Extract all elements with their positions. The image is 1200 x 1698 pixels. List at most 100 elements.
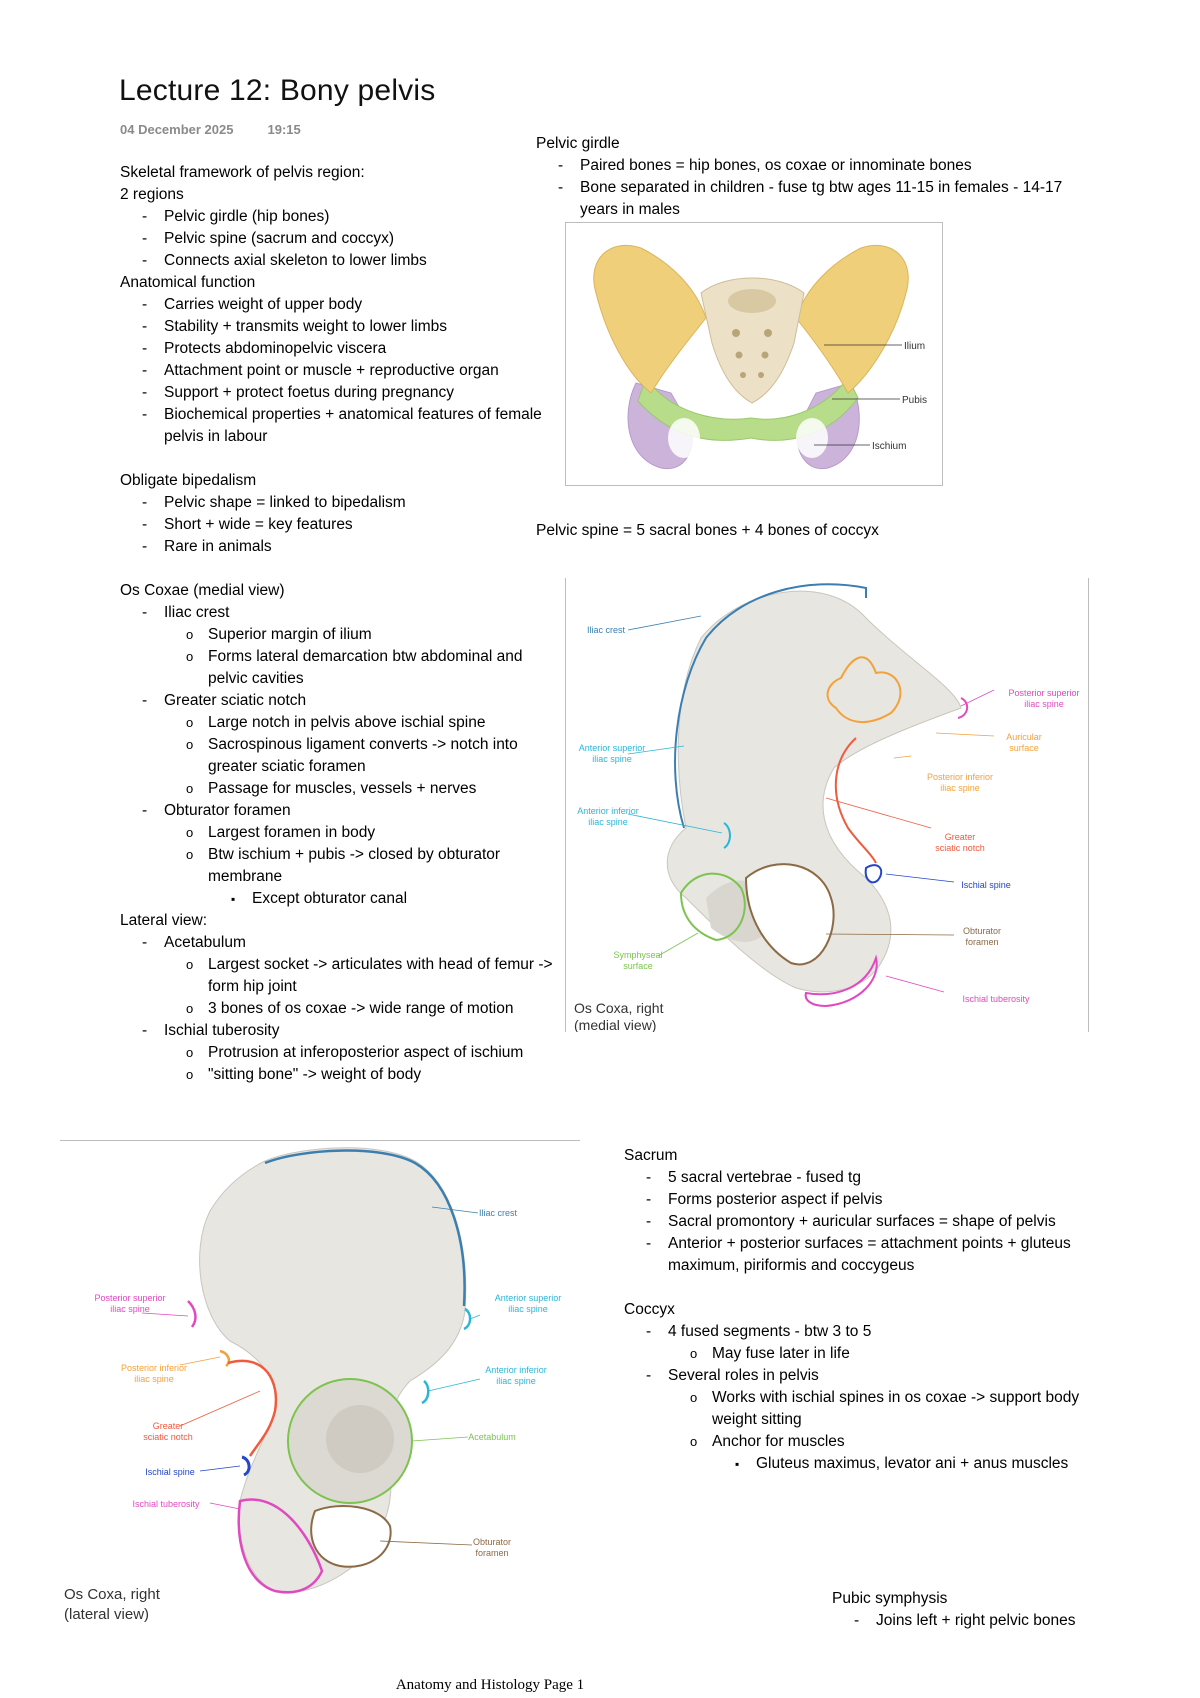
bullet-item-level-1: Attachment point or muscle + reproductiv… [120,360,560,382]
bullet-item-level-1: Ischial tuberosity [120,1020,560,1042]
label-iliac-crest-lateral: Iliac crest [479,1208,518,1218]
bullet-item-level-1: Iliac crest [120,602,560,624]
lateral-caption-line1: Os Coxa, right [64,1586,161,1603]
bullet-item-level-1: 5 sacral vertebrae - fused tg [624,1167,1084,1189]
bullet-item-level-1: Rare in animals [120,536,560,558]
section-heading: Sacrum [624,1147,678,1164]
label-symphyseal-line1: Symphyseal [613,950,662,960]
notes-pubic-symphysis: Pubic symphysisJoins left + right pelvic… [832,1588,1132,1632]
bullet-item-level-1: Acetabulum [120,932,560,954]
label-obturator-lateral-line2: foramen [475,1548,508,1558]
label-gsn-line2: sciatic notch [935,843,985,853]
label-psis-lateral-line2: iliac spine [110,1304,150,1314]
bullet-item-level-1: Obturator foramen [120,800,560,822]
label-piis-line2: iliac spine [940,783,980,793]
medial-caption-line1: Os Coxa, right [574,1000,664,1016]
label-gsn-line1: Greater [945,832,976,842]
label-acetabulum: Acetabulum [468,1432,516,1442]
note-timestamp: 04 December 2025 19:15 [120,122,301,137]
bullet-item-level-1: 4 fused segments - btw 3 to 5 [624,1321,1084,1343]
os-coxa-lateral-illustration: Iliac crest Posterior superior iliac spi… [64,1147,562,1623]
bullet-item-level-2: Btw ischium + pubis -> closed by obturat… [120,844,560,888]
medial-caption-line2: (medial view) [574,1017,656,1032]
bullet-item-level-1: Connects axial skeleton to lower limbs [120,250,560,272]
bullet-item-level-1: Support + protect foetus during pregnanc… [120,382,560,404]
label-auricular-line1: Auricular [1006,732,1042,742]
bullet-item-level-2: Largest foramen in body [120,822,560,844]
label-asis-lateral-line1: Anterior superior [495,1293,562,1303]
figure-pelvic-girdle: Ilium Pubis Ischium [565,222,943,486]
spacer [120,448,560,470]
section-heading: Anatomical function [120,274,256,291]
label-psis-line1: Posterior superior [1008,688,1079,698]
page-footer: Anatomy and Histology Page 1 [395,1677,585,1693]
notes-pelvic-girdle: Pelvic girdlePaired bones = hip bones, o… [536,133,1076,221]
bullet-item-level-1: Pelvic spine (sacrum and coccyx) [120,228,560,250]
bullet-item-level-1: Sacral promontory + auricular surfaces =… [624,1211,1084,1233]
figure-os-coxa-medial: Iliac crest Anterior superior iliac spin… [565,578,1089,1032]
bullet-item-level-1: Biochemical properties + anatomical feat… [120,404,560,448]
bullet-item-level-3: Except obturator canal [120,888,560,910]
section-heading: Coccyx [624,1301,675,1318]
label-pubis: Pubis [902,395,927,406]
bullet-item-level-2: 3 bones of os coxae -> wide range of mot… [120,998,560,1020]
notes-sacrum-coccyx: Sacrum 5 sacral vertebrae - fused tgForms… [624,1145,1084,1475]
bullet-item-level-1: Anterior + posterior surfaces = attachme… [624,1233,1084,1277]
label-ischial-tuberosity: Ischial tuberosity [962,994,1030,1004]
note-time: 19:15 [267,122,301,137]
bullet-item-level-1: Carries weight of upper body [120,294,560,316]
bullet-item-level-1: Several roles in pelvis [624,1365,1084,1387]
bullet-item-level-1: Paired bones = hip bones, os coxae or in… [536,155,1076,177]
notes-pelvic-spine: Pelvic spine = 5 sacral bones + 4 bones … [536,522,879,539]
label-piis-line1: Posterior inferior [927,772,993,782]
bullet-item-level-1: Forms posterior aspect if pelvis [624,1189,1084,1211]
bullet-item-level-1: Pelvic shape = linked to bipedalism [120,492,560,514]
bullet-item-level-1: Joins left + right pelvic bones [832,1610,1132,1632]
label-aiis-line2: iliac spine [588,817,628,827]
label-asis-lateral-line2: iliac spine [508,1304,548,1314]
label-ischial-tuberosity-lateral: Ischial tuberosity [132,1499,200,1509]
bullet-item-level-2: Forms lateral demarcation btw abdominal … [120,646,560,690]
lateral-caption-line2: (lateral view) [64,1606,149,1623]
figure-os-coxa-lateral: Iliac crest Posterior superior iliac spi… [60,1140,580,1627]
section-heading: Lateral view: [120,912,208,929]
label-iliac-crest: Iliac crest [587,625,626,635]
label-ilium: Ilium [904,341,925,352]
label-obturator-line1: Obturator [963,926,1001,936]
bullet-item-level-2: "sitting bone" -> weight of body [120,1064,560,1086]
section-heading: Obligate bipedalism [120,472,257,489]
label-aiis-line1: Anterior inferior [577,806,639,816]
label-symphyseal-line2: surface [623,961,653,971]
bullet-item-level-2: Passage for muscles, vessels + nerves [120,778,560,800]
bullet-item-level-2: Large notch in pelvis above ischial spin… [120,712,560,734]
label-gsn-lateral-line1: Greater [153,1421,184,1431]
label-asis-line2: iliac spine [592,754,632,764]
bullet-item-level-1: Greater sciatic notch [120,690,560,712]
label-aiis-lateral-line1: Anterior inferior [485,1365,547,1375]
spacer [120,558,560,580]
bullet-item-level-1: Protects abdominopelvic viscera [120,338,560,360]
page-title: Lecture 12: Bony pelvis [119,74,436,107]
label-aiis-lateral-line2: iliac spine [496,1376,536,1386]
section-heading: Skeletal framework of pelvis region: [120,164,365,181]
bullet-item-level-2: Works with ischial spines in os coxae ->… [624,1387,1084,1431]
bullet-item-level-1: Pelvic girdle (hip bones) [120,206,560,228]
label-psis-lateral-line1: Posterior superior [94,1293,165,1303]
label-ischium: Ischium [872,441,906,452]
section-heading: Os Coxae (medial view) [120,582,285,599]
section-heading: Pelvic girdle [536,135,620,152]
os-coxa-medial-illustration: Iliac crest Anterior superior iliac spin… [574,583,1080,1032]
section-heading: 2 regions [120,186,184,203]
label-obturator-line2: foramen [965,937,998,947]
bullet-item-level-1: Stability + transmits weight to lower li… [120,316,560,338]
bullet-item-level-3: Gluteus maximus, levator ani + anus musc… [624,1453,1084,1475]
spacer [624,1277,1084,1299]
label-piis-lateral-line1: Posterior inferior [121,1363,187,1373]
label-piis-lateral-line2: iliac spine [134,1374,174,1384]
bullet-item-level-2: Anchor for muscles [624,1431,1084,1453]
note-date: 04 December 2025 [120,122,234,137]
label-gsn-lateral-line2: sciatic notch [143,1432,193,1442]
bullet-item-level-2: Sacrospinous ligament converts -> notch … [120,734,560,778]
label-ischial-spine: Ischial spine [961,880,1011,890]
section-heading: Pubic symphysis [832,1590,948,1607]
